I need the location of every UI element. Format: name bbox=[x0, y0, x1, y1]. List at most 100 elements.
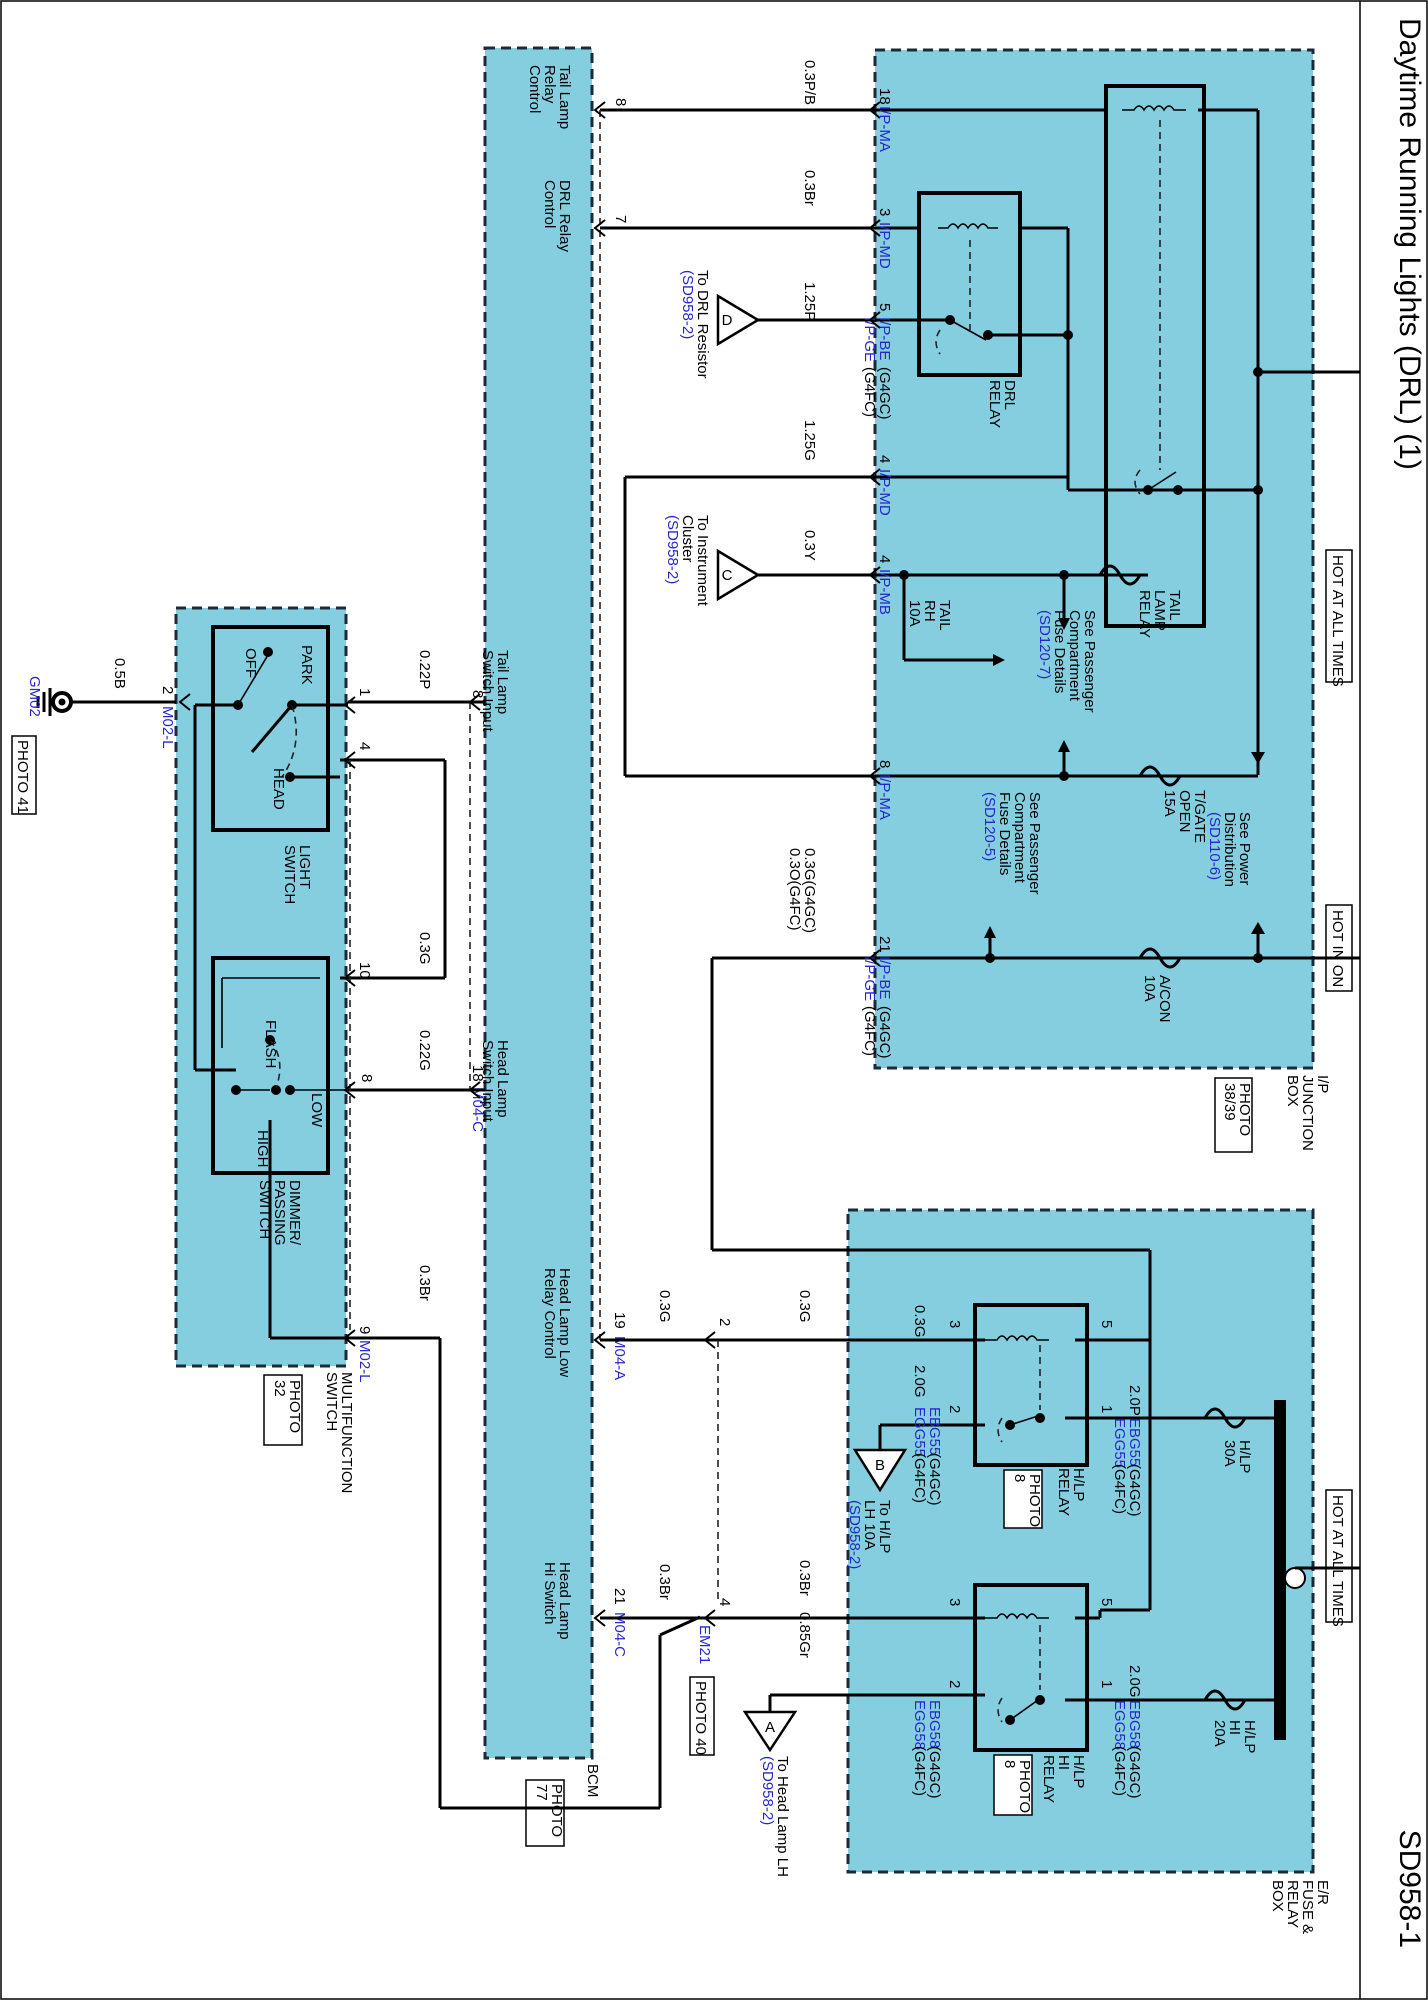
wire-0.22G-label: 0.22G bbox=[416, 1030, 433, 1071]
svg-text:Head Lamp Low: Head Lamp Low bbox=[556, 1268, 573, 1377]
svg-text:OPEN: OPEN bbox=[1176, 790, 1193, 833]
svg-text:1: 1 bbox=[1098, 1680, 1115, 1688]
svg-text:I/P-GE: I/P-GE bbox=[861, 956, 878, 1001]
dimmer-name: DIMMER/ PASSING SWITCH bbox=[256, 1180, 303, 1246]
svg-text:2: 2 bbox=[159, 686, 176, 694]
svg-text:2: 2 bbox=[946, 1405, 963, 1413]
svg-text:A: A bbox=[765, 1719, 775, 1736]
fuse-tgate bbox=[1138, 765, 1182, 787]
ground-gm02: GM02 bbox=[26, 676, 43, 717]
svg-text:0.3G: 0.3G bbox=[416, 932, 433, 965]
power-bus-arrow bbox=[1251, 752, 1265, 764]
svg-text:10A: 10A bbox=[1141, 975, 1158, 1002]
svg-text:0.3O(G4FC): 0.3O(G4FC) bbox=[786, 848, 803, 931]
svg-text:M04-A: M04-A bbox=[611, 1336, 628, 1380]
em21-conn: EM21 bbox=[696, 1625, 713, 1664]
svg-text:0.3G(G4GC): 0.3G(G4GC) bbox=[801, 848, 818, 933]
svg-text:D: D bbox=[722, 312, 733, 329]
bcm-tail-relay-label: Tail Lamp Relay Control bbox=[526, 65, 573, 129]
svg-text:Hi Switch: Hi Switch bbox=[541, 1562, 558, 1625]
light-switch-name: LIGHT SWITCH bbox=[281, 845, 313, 904]
svg-text:RELAY: RELAY bbox=[1055, 1468, 1072, 1516]
svg-text:8: 8 bbox=[612, 98, 629, 106]
hot-all-times-1: HOT AT ALL TIMES bbox=[1329, 555, 1346, 687]
svg-text:38/39: 38/39 bbox=[1221, 1083, 1238, 1121]
svg-text:(G4FC): (G4FC) bbox=[911, 1453, 928, 1503]
svg-text:PHOTO: PHOTO bbox=[1026, 1474, 1043, 1527]
wire-1.25P-label: 1.25P bbox=[801, 282, 818, 321]
ip-junction-photo: PHOTO 38/39 bbox=[1221, 1083, 1253, 1136]
svg-text:Relay: Relay bbox=[541, 65, 558, 104]
svg-text:0.5B: 0.5B bbox=[111, 658, 128, 689]
fuse-hlp-30-label: H/LP 30A bbox=[1221, 1440, 1253, 1473]
offpage-d-label: To DRL Resistor (SD958-2) bbox=[679, 270, 711, 379]
svg-text:Control: Control bbox=[541, 180, 558, 228]
svg-text:21: 21 bbox=[611, 1588, 628, 1605]
svg-text:15A: 15A bbox=[1161, 790, 1178, 817]
hlp-hi-conn-bot: EBG58 (G4GC) EGG58 (G4FC) bbox=[911, 1700, 943, 1799]
svg-text:2: 2 bbox=[946, 1680, 963, 1688]
ls-pin-4: 4 bbox=[356, 742, 373, 750]
hlp-low-p1: 1 bbox=[1098, 1405, 1115, 1413]
svg-text:To DRL Resistor: To DRL Resistor bbox=[694, 270, 711, 379]
svg-text:B: B bbox=[875, 1457, 885, 1474]
svg-text:8: 8 bbox=[1011, 1474, 1028, 1482]
bcm-label: BCM bbox=[584, 1764, 601, 1797]
svg-text:Distribution: Distribution bbox=[1221, 812, 1238, 887]
hlp-hi-wire1: 2.0G bbox=[1126, 1665, 1143, 1698]
svg-text:1: 1 bbox=[1098, 1405, 1115, 1413]
dimmer-pin-8: 8 bbox=[358, 1074, 375, 1082]
pin-8-label: 8 I/P-MA bbox=[876, 760, 893, 820]
title-group: Daytime Running Lights (DRL) (1) SD958-1 bbox=[1393, 18, 1426, 1948]
wire-0.3G-bcm-label: 0.3G bbox=[656, 1290, 673, 1323]
svg-text:Tail Lamp: Tail Lamp bbox=[494, 650, 511, 714]
svg-text:FUSE &: FUSE & bbox=[1299, 1880, 1316, 1934]
offpage-b bbox=[852, 1448, 908, 1493]
svg-text:JUNCTION: JUNCTION bbox=[1299, 1075, 1316, 1151]
bcm-pin-8: 8 bbox=[612, 98, 629, 106]
hlp-low-p2: 2 bbox=[946, 1405, 963, 1413]
svg-text:21: 21 bbox=[876, 936, 893, 953]
hlp-low-wire3: 0.3G bbox=[911, 1305, 928, 1338]
svg-text:EGG58: EGG58 bbox=[911, 1700, 928, 1750]
svg-text:To H/LP: To H/LP bbox=[876, 1500, 893, 1553]
hlp-hi-p1: 1 bbox=[1098, 1680, 1115, 1688]
ls-pin-10: 10 bbox=[356, 962, 373, 979]
hlp-hi-relay-photo-box bbox=[993, 1754, 1033, 1816]
svg-text:RELAY: RELAY bbox=[1040, 1755, 1057, 1803]
em21-pin-2: 2 bbox=[716, 1318, 733, 1326]
svg-text:0.3Br: 0.3Br bbox=[416, 1265, 433, 1301]
svg-text:I/P-MB: I/P-MB bbox=[876, 569, 893, 615]
svg-text:3: 3 bbox=[876, 208, 893, 216]
svg-text:1.25P: 1.25P bbox=[801, 282, 818, 321]
svg-text:(SD120-5): (SD120-5) bbox=[981, 792, 998, 861]
hlp-relay bbox=[973, 1303, 1089, 1467]
bcm-pin-7: 7 bbox=[612, 215, 629, 223]
svg-text:RELAY: RELAY bbox=[1284, 1880, 1301, 1928]
tail-relay-contact bbox=[1147, 471, 1177, 491]
svg-text:M02-L: M02-L bbox=[159, 706, 176, 749]
bcm-box bbox=[483, 46, 594, 1760]
ground-photo-box bbox=[11, 735, 37, 815]
svg-text:Fuse Details: Fuse Details bbox=[1051, 610, 1068, 693]
svg-text:(SD958-2): (SD958-2) bbox=[846, 1500, 863, 1569]
svg-text:2.0P: 2.0P bbox=[1126, 1385, 1143, 1416]
svg-text:8: 8 bbox=[469, 690, 486, 698]
svg-text:2.0G: 2.0G bbox=[911, 1365, 928, 1398]
svg-text:HIGH: HIGH bbox=[254, 1130, 271, 1168]
svg-text:(G4FC): (G4FC) bbox=[1111, 1746, 1128, 1796]
svg-text:(SD120-7): (SD120-7) bbox=[1036, 610, 1053, 679]
svg-text:M02-L: M02-L bbox=[356, 1340, 373, 1383]
light-switch-park: PARK bbox=[298, 645, 315, 685]
svg-text:EM21: EM21 bbox=[696, 1625, 713, 1664]
svg-text:HOT IN ON: HOT IN ON bbox=[1329, 910, 1346, 987]
svg-text:(SD958-2): (SD958-2) bbox=[679, 270, 696, 339]
svg-text:5: 5 bbox=[1098, 1320, 1115, 1328]
wire-0.3Br-label: 0.3Br bbox=[801, 170, 818, 206]
svg-text:I/P-GE: I/P-GE bbox=[861, 317, 878, 362]
svg-text:3: 3 bbox=[946, 1320, 963, 1328]
svg-text:8: 8 bbox=[1001, 1760, 1018, 1768]
hlp-hi-p3: 3 bbox=[946, 1598, 963, 1606]
pin-18-label: 18 I/P-MA bbox=[876, 88, 893, 152]
svg-text:32: 32 bbox=[271, 1380, 288, 1397]
